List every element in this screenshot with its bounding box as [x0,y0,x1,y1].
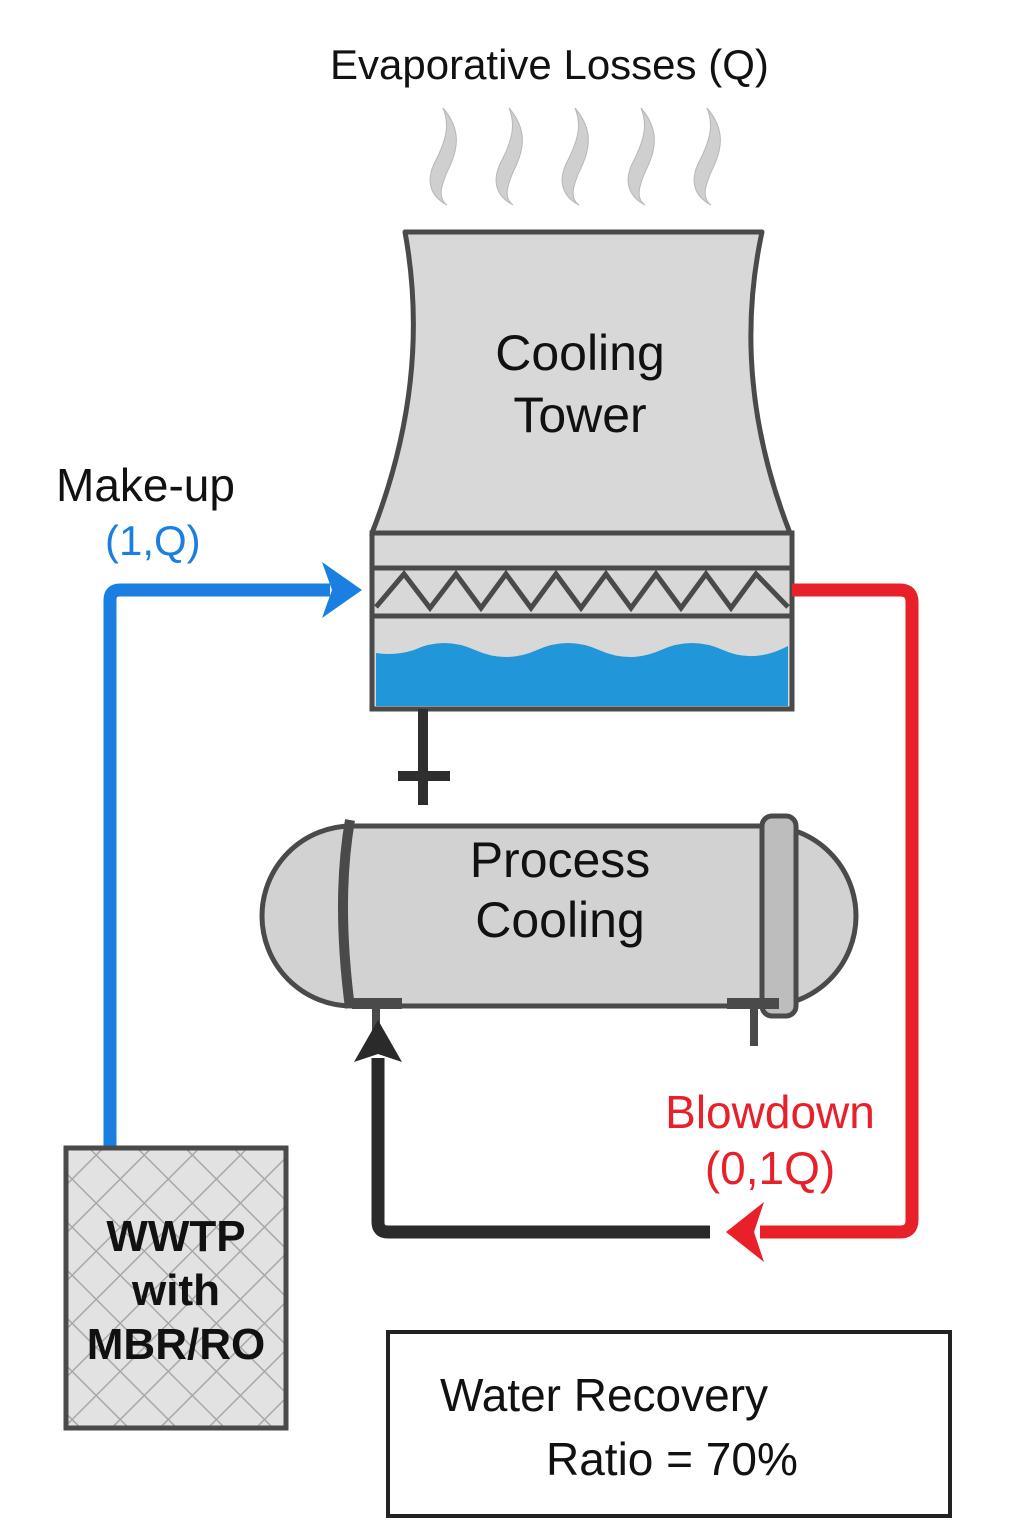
recovery-ratio-line2: Ratio = 70% [546,1433,798,1485]
makeup-flow-value: (1,Q) [105,517,201,564]
process-cooling-label-line1: Process [469,832,651,888]
wwtp-label: WWTP with MBR/RO [66,1210,286,1372]
process-cooling-label: Process Cooling [420,830,700,950]
return-arrow-icon [354,1020,402,1062]
return-flow-line [354,1020,710,1239]
makeup-label: Make-up [56,459,235,511]
blowdown-label-text: Blowdown [665,1086,875,1138]
steam-icon [429,107,721,206]
process-cooling-label-line2: Cooling [475,892,645,948]
wwtp-label-line3: MBR/RO [86,1320,266,1369]
steam-wisp [561,107,589,206]
vessel-feet [352,998,779,1009]
cooling-tower-label: Cooling Tower [440,322,720,446]
makeup-arrow-icon [322,562,362,618]
steam-wisp [627,107,655,206]
cooling-tower-label-line2: Tower [513,387,647,443]
cooling-tower-label-line1: Cooling [495,325,665,381]
blowdown-arrow-icon [726,1202,764,1262]
makeup-flow-line [103,562,362,1148]
steam-wisp [429,107,457,206]
steam-wisp [693,107,721,206]
blowdown-label: Blowdown (0,1Q) [640,1084,900,1196]
blowdown-flow-value: (0,1Q) [704,1142,836,1194]
wwtp-label-line2: with [132,1266,220,1315]
connector-pipe [398,709,450,805]
evaporative-losses-title: Evaporative Losses (Q) [330,41,769,88]
basin-water [376,643,788,706]
fill-media-zigzag [374,569,790,613]
blowdown-flow-line [726,583,919,1262]
recovery-ratio-line1: Water Recovery [440,1369,769,1421]
wwtp-unit [63,1145,289,1431]
steam-wisp [495,107,523,206]
cooling-tower-base [369,530,795,712]
recovery-ratio-box [386,1330,952,1518]
wwtp-label-line1: WWTP [106,1212,246,1261]
process-cooling-vessel [259,813,859,1046]
